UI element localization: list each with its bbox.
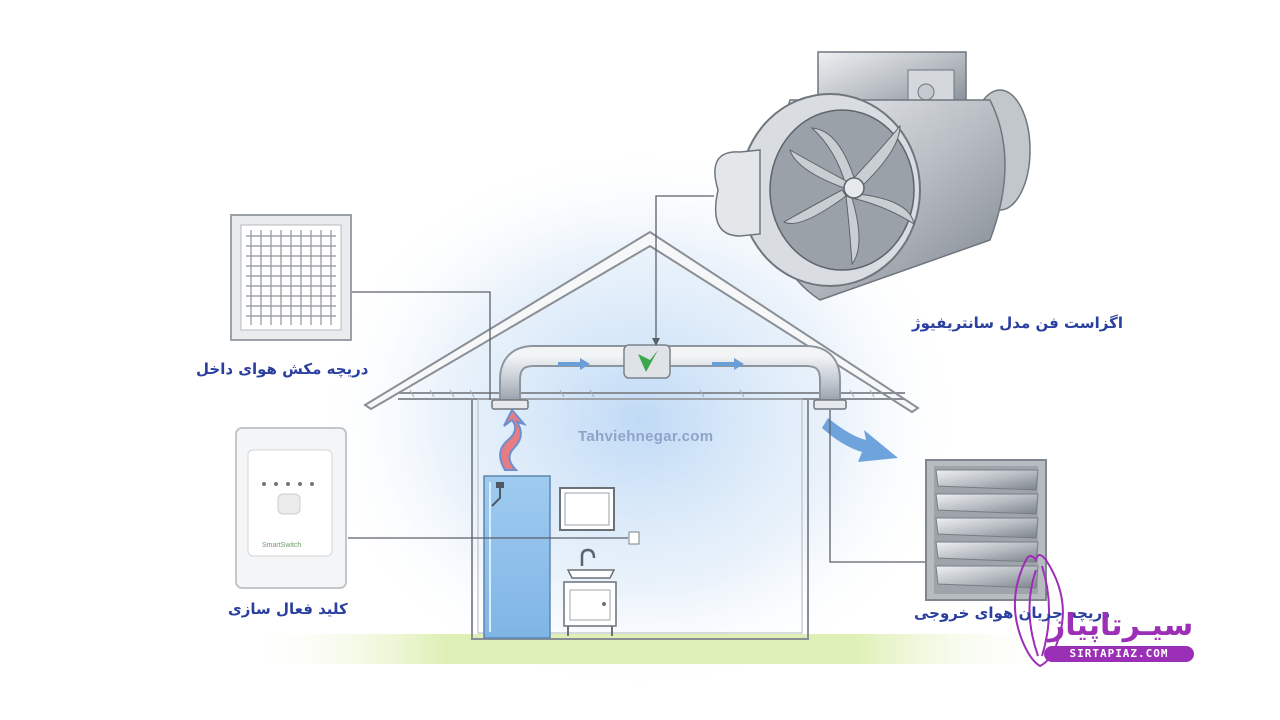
duct-airflow-arrows (558, 358, 744, 370)
bathroom-interior (483, 475, 640, 639)
activation-switch-illustration (235, 427, 347, 589)
callout-lines (348, 195, 926, 563)
faucet (580, 548, 596, 566)
switch-brand-text: SmartSwitch (262, 542, 302, 549)
callout-intake (350, 291, 491, 400)
callout-fan (655, 195, 714, 340)
sirtapiaz-logo-icon (1013, 554, 1064, 668)
label-outlet-damper: دریچه جریان هوای خروجی (914, 604, 1110, 622)
bathroom-window (559, 487, 615, 531)
shower-head (491, 486, 501, 507)
watermark-text: Tahviehnegar.com (578, 428, 714, 445)
exhaust-airflow-arrow (822, 418, 898, 462)
roof (363, 230, 920, 414)
logo-name: سیـرتاپیاز (1048, 608, 1194, 643)
fan-leaf-icon (638, 350, 658, 372)
intake-airflow-arrow (499, 408, 527, 471)
label-fan: اگزاست فن مدل سانتریفیوژ (912, 314, 1123, 332)
roof-truss (409, 389, 875, 398)
outlet-damper-illustration (925, 459, 1047, 601)
sink-basin (566, 569, 616, 579)
callout-outlet (829, 410, 926, 563)
ventilation-duct (491, 344, 847, 410)
sink-cabinet (563, 581, 617, 627)
wall-switch (628, 531, 640, 545)
shower-cabin (483, 475, 551, 639)
label-intake-grille: دریچه مکش هوای داخل (196, 360, 369, 378)
logo-url: SIRTAPIAZ.COM (1044, 646, 1194, 662)
intake-grille-illustration (230, 214, 352, 341)
intake-diffuser (491, 399, 529, 410)
label-switch: کلید فعال سازی (228, 600, 348, 618)
outlet-diffuser (813, 399, 847, 410)
centrifugal-fan-illustration (714, 51, 1031, 301)
